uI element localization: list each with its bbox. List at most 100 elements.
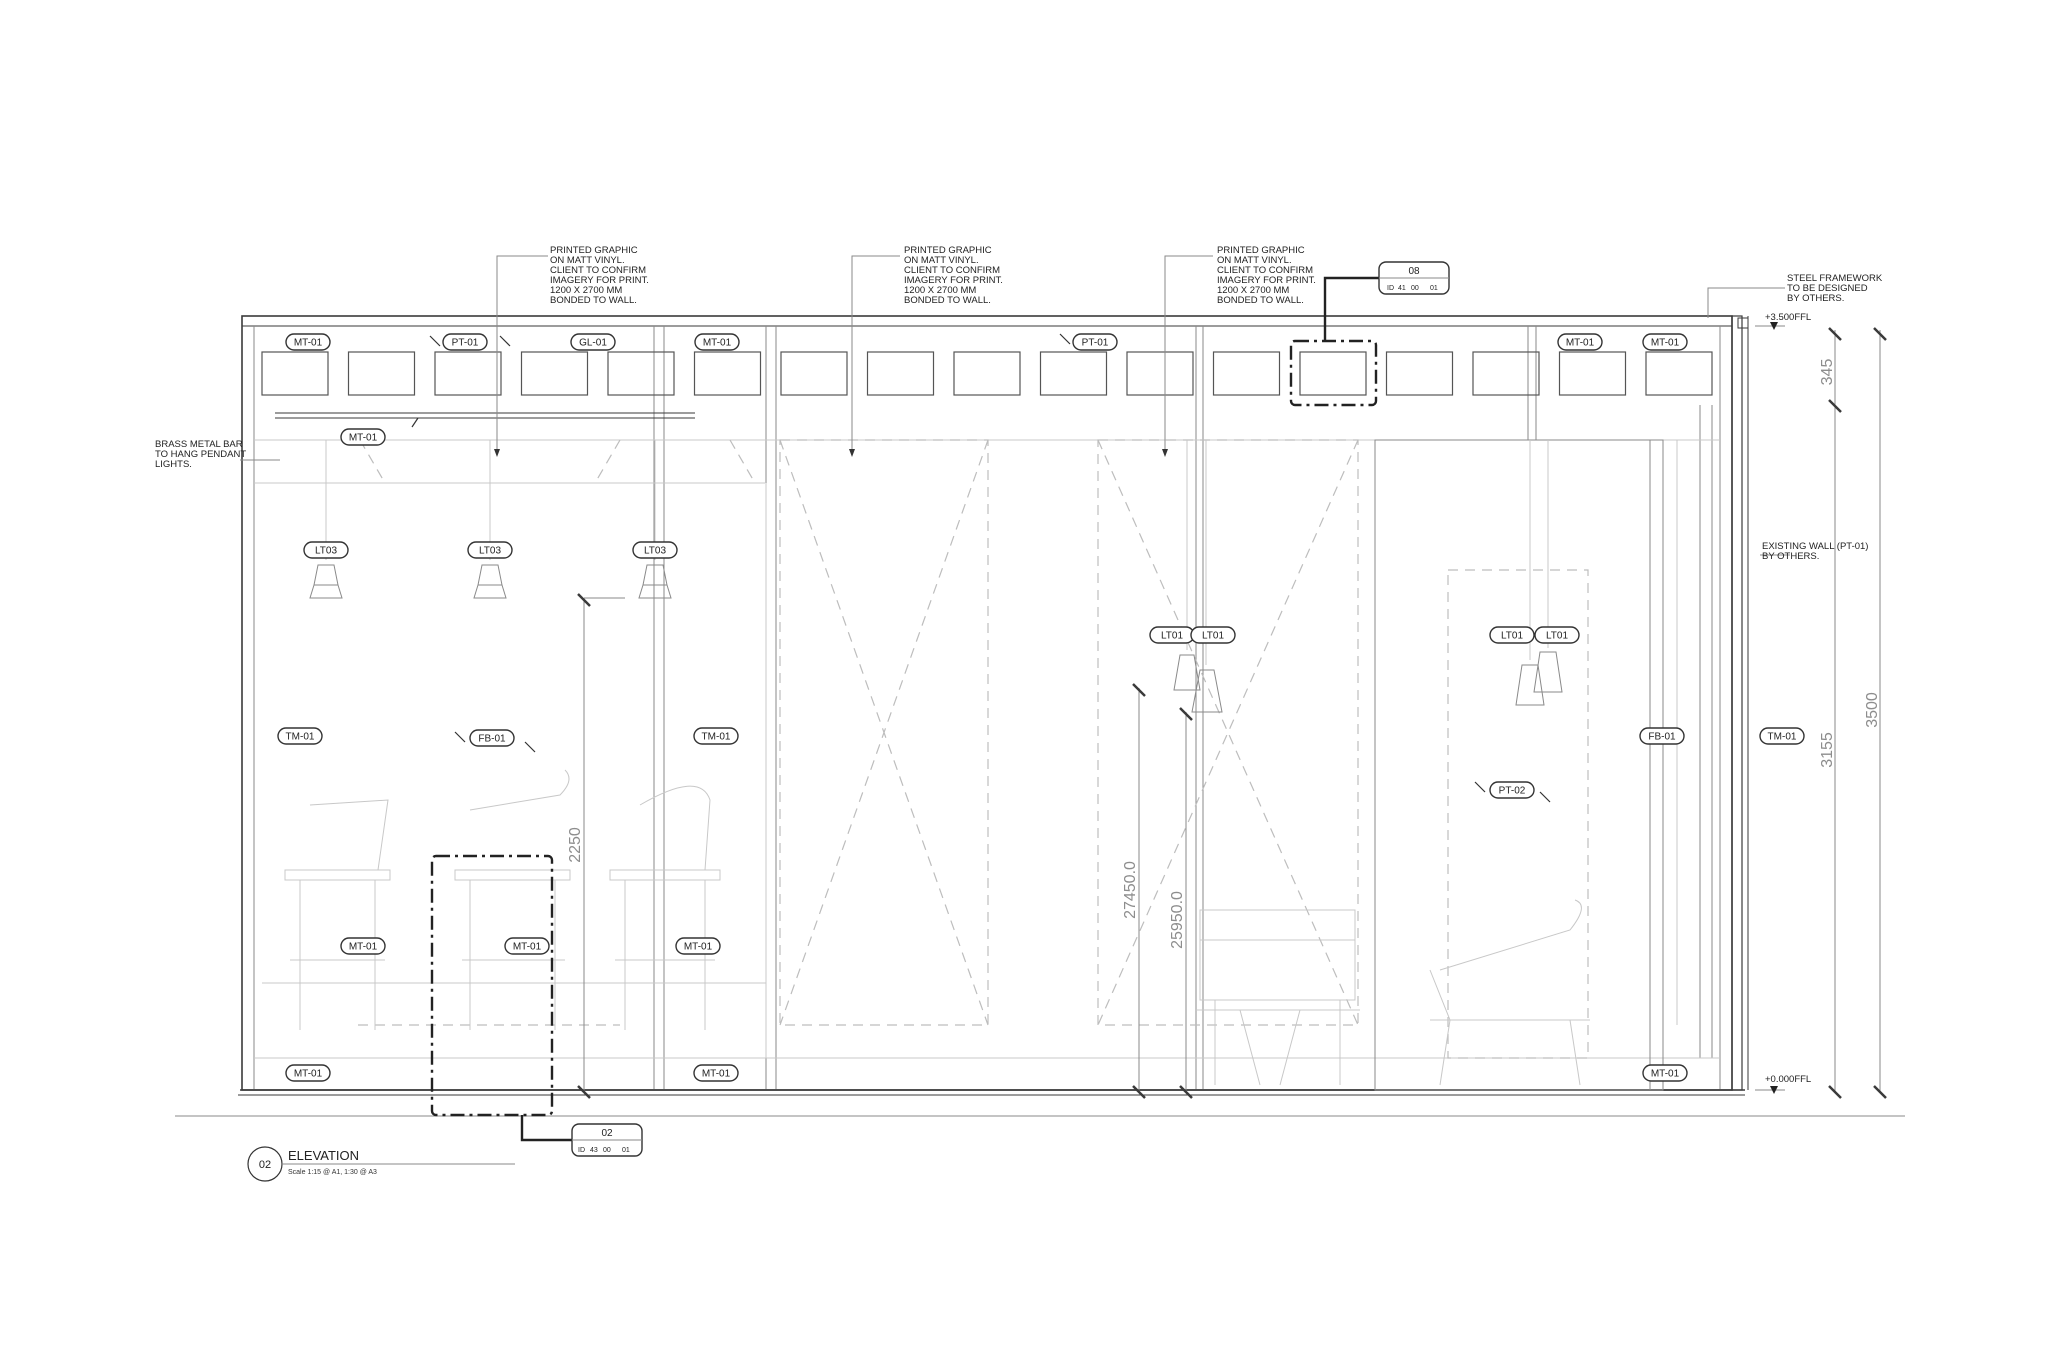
note-graphic_1-line-4: 1200 X 2700 MM (550, 285, 622, 296)
note-graphic_1-line-1: ON MATT VINYL. (550, 255, 625, 266)
tag-bottom-0-label: MT-01 (294, 1069, 323, 1080)
title-scale: Scale 1:15 @ A1, 1:30 @ A3 (288, 1169, 377, 1176)
tag-top-0: MT-01 (285, 333, 331, 351)
tag-bottom-1-label: MT-01 (702, 1069, 731, 1080)
counter-panel (262, 483, 767, 1058)
tag-light-left-1: LT03 (467, 541, 513, 559)
note-graphic_1-line-5: BONDED TO WALL. (550, 295, 637, 306)
tag-tm-mid: TM-01 (693, 727, 739, 745)
top-window (607, 351, 675, 396)
tag-top-0-label: MT-01 (294, 338, 323, 349)
tag-top-5: MT-01 (1557, 333, 1603, 351)
top-window-row (261, 351, 1713, 396)
tag-top-6: MT-01 (1642, 333, 1688, 351)
callout-08: 08 ID 41 00 01 (1289, 261, 1450, 407)
note-graphic_3-line-3: IMAGERY FOR PRINT. (1217, 275, 1316, 286)
note-graphic_3-line-5: BONDED TO WALL. (1217, 295, 1304, 306)
note-graphic_2-line-3: IMAGERY FOR PRINT. (904, 275, 1003, 286)
dim-25950: 25950.0 (1169, 891, 1186, 949)
note-leaders (240, 255, 1790, 556)
tag-light-mid-1-label: LT01 (1202, 631, 1224, 642)
tag-top-4: PT-01 (1072, 333, 1118, 351)
tag-fb-right: FB-01 (1639, 727, 1685, 745)
callout-08-number: 08 (1408, 266, 1420, 277)
tag-bottom-2: MT-01 (1642, 1064, 1688, 1082)
dim-2250: 2250 (567, 827, 584, 863)
top-window (1126, 351, 1194, 396)
tag-mid-1: MT-01 (504, 937, 550, 955)
tag-light-left-2: LT03 (632, 541, 678, 559)
note-graphic_1-line-2: CLIENT TO CONFIRM (550, 265, 646, 276)
top-window (1299, 351, 1367, 396)
tag-tm-right: TM-01 (1759, 727, 1805, 745)
dimension-texts: 345 3155 3500 2250 27450.0 25950.0 +3.50… (567, 312, 1881, 1085)
tag-top-2-label: GL-01 (579, 338, 607, 349)
note-brass-line-2: LIGHTS. (155, 459, 192, 470)
note-steel-line-1: TO BE DESIGNED (1787, 283, 1868, 294)
tag-light-left-1-label: LT03 (479, 546, 501, 557)
callout-08-ref-2: 00 (1411, 285, 1419, 292)
note-graphic_2-line-1: ON MATT VINYL. (904, 255, 979, 266)
pendant-lights (309, 440, 1563, 713)
tag-light-left-0: LT03 (303, 541, 349, 559)
tag-pt02: PT-02 (1489, 781, 1535, 799)
level-bottom: +0.000FFL (1765, 1074, 1811, 1085)
tag-bottom-0: MT-01 (285, 1064, 331, 1082)
dim-345: 345 (1819, 359, 1836, 386)
tag-mid-2-label: MT-01 (684, 942, 713, 953)
note-graphic_3-line-0: PRINTED GRAPHIC (1217, 245, 1305, 256)
tag-brass-bar: MT-01 (340, 428, 386, 446)
tag-fb-right-label: FB-01 (1648, 732, 1676, 743)
note-graphic_2-line-4: 1200 X 2700 MM (904, 285, 976, 296)
tag-bottom-2-label: MT-01 (1651, 1069, 1680, 1080)
title-number: 02 (259, 1159, 271, 1171)
tag-top-2: GL-01 (570, 333, 616, 351)
note-graphic_3-line-1: ON MATT VINYL. (1217, 255, 1292, 266)
tag-top-3: MT-01 (694, 333, 740, 351)
tag-mid-0: MT-01 (340, 937, 386, 955)
tag-light-left-2-label: LT03 (644, 546, 666, 557)
tag-fb-left: FB-01 (469, 729, 515, 747)
note-graphic_3-line-2: CLIENT TO CONFIRM (1217, 265, 1313, 276)
tag-tm-left: TM-01 (277, 727, 323, 745)
top-window (693, 351, 762, 396)
dim-27450: 27450.0 (1122, 861, 1139, 919)
brass-metal-bar (254, 412, 1720, 484)
note-existing_wall-line-1: BY OTHERS. (1762, 551, 1819, 562)
callout-08-ref-1: 41 (1398, 285, 1406, 292)
top-window (866, 351, 935, 396)
tag-mid-2: MT-01 (675, 937, 721, 955)
top-window (780, 351, 848, 396)
callout-02-number: 02 (601, 1128, 613, 1139)
tag-light-right-1: LT01 (1534, 626, 1580, 644)
callout-02-ref-2: 00 (603, 1147, 611, 1154)
dim-3500: 3500 (1864, 692, 1881, 728)
tag-tm-right-label: TM-01 (1768, 732, 1797, 743)
note-graphic_1-line-3: IMAGERY FOR PRINT. (550, 275, 649, 286)
note-graphic_1-line-0: PRINTED GRAPHIC (550, 245, 638, 256)
tag-light-mid-0: LT01 (1149, 626, 1195, 644)
tag-tm-mid-label: TM-01 (702, 732, 731, 743)
elevation-frame (175, 315, 1905, 1117)
note-brass-line-1: TO HANG PENDANT (155, 449, 246, 460)
top-window (1212, 351, 1281, 396)
tag-mid-0-label: MT-01 (349, 942, 378, 953)
tag-brass-bar-label: MT-01 (349, 433, 378, 444)
tag-top-3-label: MT-01 (703, 338, 732, 349)
callout-08-ref-0: ID (1387, 285, 1394, 292)
callout-08-ref-3: 01 (1430, 285, 1438, 292)
callout-02-ref-1: 43 (590, 1147, 598, 1154)
top-window (1385, 351, 1454, 396)
tag-light-right-0-label: LT01 (1501, 631, 1523, 642)
top-window (347, 351, 416, 396)
level-top: +3.500FFL (1765, 312, 1811, 323)
tag-light-mid-0-label: LT01 (1161, 631, 1183, 642)
tag-top-6-label: MT-01 (1651, 338, 1680, 349)
tag-bottom-1: MT-01 (693, 1064, 739, 1082)
callout-02-ref-3: 01 (622, 1147, 630, 1154)
note-brass-line-0: BRASS METAL BAR (155, 439, 243, 450)
dim-3155: 3155 (1819, 732, 1836, 768)
